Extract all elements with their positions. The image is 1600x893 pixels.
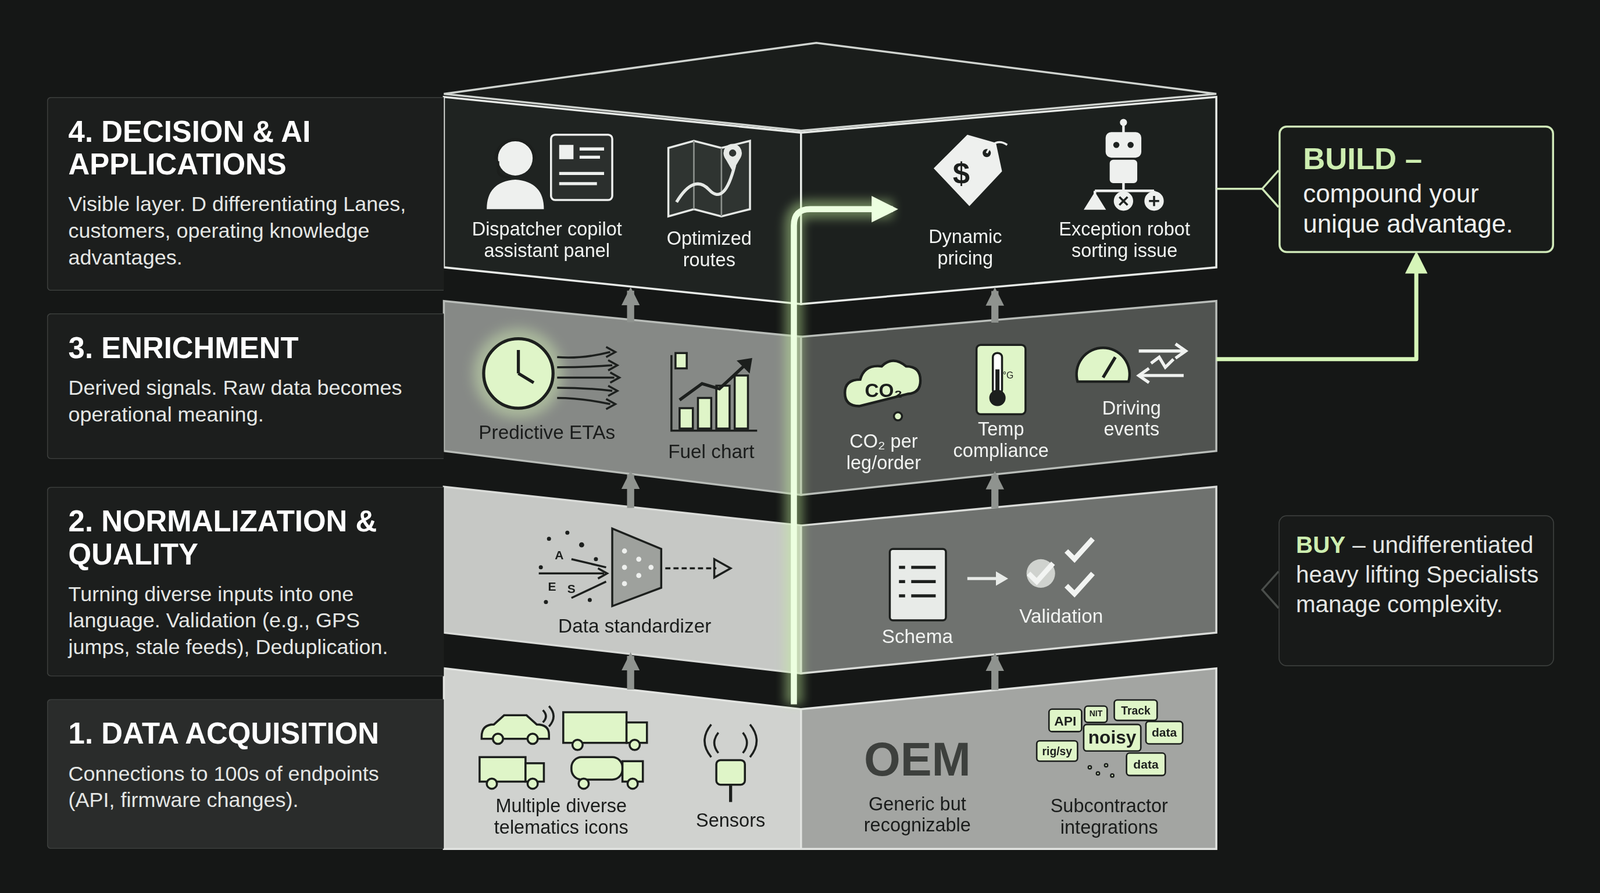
layer-item-label: Dynamic pricing (914, 225, 1017, 269)
icon-label: CO₂ (864, 380, 903, 400)
subcontractor-bubbles-icon (1036, 700, 1183, 778)
layer-flow-arrow (630, 655, 632, 690)
layer-item-label: Sensors (684, 809, 777, 831)
build-text: compound your unique advantage. (1302, 177, 1532, 239)
layer-item-label: Schema (871, 625, 964, 648)
icon-label: data (1133, 758, 1159, 771)
layer-item-label: Driving events (1085, 396, 1178, 441)
layer-description: Derived signals. Raw data becomes operat… (68, 374, 422, 428)
temperature-icon (976, 344, 1026, 414)
layer-heading: 3. ENRICHMENT (68, 332, 422, 366)
build-callout-box: BUILD –compound your unique advantage. (1278, 125, 1555, 253)
icon-label: NIT (1089, 710, 1103, 719)
buy-callout-box: BUY– undifferentiated heavy lifting Spec… (1278, 515, 1555, 667)
layer-item-label: Validation (1005, 605, 1118, 628)
icon-label: S (567, 582, 576, 595)
icon-label: API (1054, 713, 1077, 728)
layer-description-box: 4. DECISION & AI APPLICATIONS Visible lay… (47, 97, 445, 291)
icon-label: data (1151, 726, 1177, 739)
connector-line (991, 474, 999, 509)
layer-item-label: Subcontractor integrations (1032, 794, 1186, 839)
robot-icon (1084, 119, 1164, 210)
layer-description-box: 3. ENRICHMENT Derived signals. Raw data b… (47, 313, 445, 460)
stack-layer: Dispatcher copilot assistant panel Optimi… (443, 97, 1217, 268)
icon-label: rig/sy (1042, 745, 1073, 757)
layer-item-label: OEM (851, 731, 984, 787)
layer-heading: 4. DECISION & AI APPLICATIONS (68, 116, 422, 182)
layer-description: Connections to 100s of endpoints (API, f… (68, 759, 422, 813)
stack-layer: Multiple diverse telematics icons Sensors… (443, 668, 1217, 850)
dispatcher-icon (486, 134, 613, 210)
connector-line (1216, 187, 1263, 191)
driving-events-icon (1076, 343, 1187, 383)
connector-line (627, 655, 635, 690)
layer-item-label: Multiple diverse telematics icons (474, 794, 648, 839)
buy-heading: BUY (1295, 531, 1346, 559)
layer-item-label: Data standardizer (543, 615, 727, 638)
connector-line (991, 291, 999, 323)
layer-item-label: Optimized routes (652, 227, 766, 271)
layer-item-label: Predictive ETAs (462, 421, 632, 444)
layer-item-label: Fuel chart (657, 440, 765, 463)
layer-flow-arrow (994, 656, 996, 691)
icon-label: Track (1120, 704, 1150, 716)
layer-flow-arrow (630, 290, 632, 323)
sensor-icon (704, 724, 757, 802)
icon-label: °G (1002, 370, 1014, 381)
connector-line (991, 656, 999, 691)
icon-label: A (554, 548, 564, 562)
layer-item-label: Exception robot sorting issue (1043, 218, 1207, 262)
telematics-vehicles-icon (479, 706, 648, 789)
clock-icon (473, 328, 620, 419)
layer-item-label: CO₂ per leg/order (832, 430, 935, 474)
co2-cloud-icon (844, 360, 921, 421)
layer-description-box: 2. NORMALIZATION & QUALITY Turning divers… (47, 486, 445, 677)
build-arrow (1216, 255, 1417, 360)
layer-description: Visible layer. D differentiating Lanes, … (68, 190, 422, 271)
connector-line (1216, 255, 1417, 360)
fuel-chart-icon (671, 352, 757, 431)
layer-flow-arrow (994, 474, 996, 509)
icon-label: E (547, 580, 556, 594)
icon-label: $ (952, 158, 970, 189)
build-bracket-line (1216, 188, 1263, 190)
map-icon (668, 140, 750, 217)
layer-description: Turning diverse inputs into one language… (68, 580, 422, 660)
layer-flow-arrow (630, 474, 632, 509)
layer-item-label: Generic but recognizable (851, 792, 984, 837)
icon-label: noisy (1088, 728, 1137, 748)
layer-flow-arrow (994, 291, 996, 323)
build-heading: BUILD – (1302, 141, 1532, 178)
layer-heading: 2. NORMALIZATION & QUALITY (68, 506, 422, 572)
connector-line (627, 290, 635, 323)
stack-layer: Predictive ETAsFuel chartCO₂ per leg/ord… (443, 301, 1217, 452)
layer-item-label: Dispatcher copilot assistant panel (457, 218, 637, 262)
layer-item-label: Temp compliance (942, 418, 1060, 462)
connector-line (627, 474, 635, 509)
layer-description-box: 1. DATA ACQUISITION Connections to 100s o… (47, 698, 445, 849)
standardizer-icon (538, 528, 731, 606)
price-tag-icon (933, 134, 1007, 207)
layer-heading: 1. DATA ACQUISITION (68, 718, 422, 752)
